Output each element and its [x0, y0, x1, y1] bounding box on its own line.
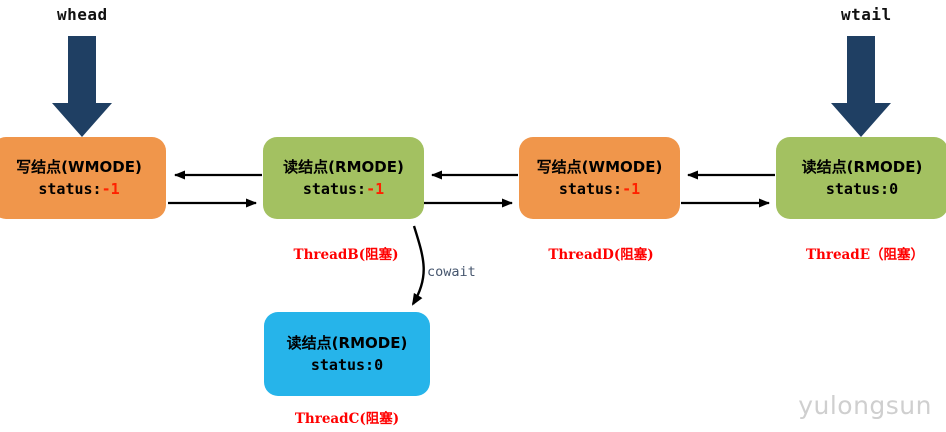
node-status: status:0	[826, 180, 898, 199]
node-type-label: 读结点(RMODE)	[801, 157, 923, 176]
wtail-pointer-label: wtail	[841, 5, 892, 24]
node-threade[interactable]: 读结点(RMODE) status:0	[776, 137, 946, 219]
thread-label-threadb: ThreadB(阻塞)	[293, 247, 399, 263]
node-status-value: -1	[101, 179, 120, 198]
node-status-value: -1	[366, 179, 385, 198]
node-status-label: status:	[38, 179, 102, 198]
cowait-edge-label: cowait	[427, 264, 476, 280]
node-status-value: 0	[374, 355, 384, 374]
node-type-label: 读结点(RMODE)	[286, 333, 408, 352]
node-status-label: status:	[558, 179, 623, 198]
node-status-value: 0	[889, 179, 899, 198]
node-status-label: status:	[310, 355, 375, 374]
node-status: status:-1	[559, 180, 640, 199]
node-type-label: 写结点(WMODE)	[16, 157, 142, 176]
node-threadb[interactable]: 读结点(RMODE) status:-1	[263, 137, 424, 219]
wtail-arrow	[831, 36, 891, 137]
whead-arrow	[52, 36, 112, 137]
node-type-label: 读结点(RMODE)	[283, 157, 404, 176]
node-whead[interactable]: 写结点(WMODE) status:-1	[0, 137, 166, 219]
node-threadd[interactable]: 写结点(WMODE) status:-1	[519, 137, 680, 219]
node-status: status:-1	[38, 180, 119, 199]
node-threadc[interactable]: 读结点(RMODE) status:0	[264, 312, 430, 396]
node-type-label: 写结点(WMODE)	[536, 157, 663, 176]
watermark: yulongsun	[798, 391, 932, 420]
edge-cowait	[411, 225, 425, 306]
thread-label-threadc: ThreadC(阻塞)	[294, 411, 400, 427]
node-status-label: status:	[302, 179, 367, 198]
whead-pointer-label: whead	[57, 5, 108, 24]
thread-label-threadd: ThreadD(阻塞)	[548, 247, 654, 263]
thread-label-threade: ThreadE（阻塞）	[805, 247, 925, 263]
node-status-label: status:	[825, 179, 890, 198]
node-status: status:0	[311, 356, 383, 375]
node-status-value: -1	[622, 179, 641, 198]
node-status: status:-1	[303, 180, 384, 199]
